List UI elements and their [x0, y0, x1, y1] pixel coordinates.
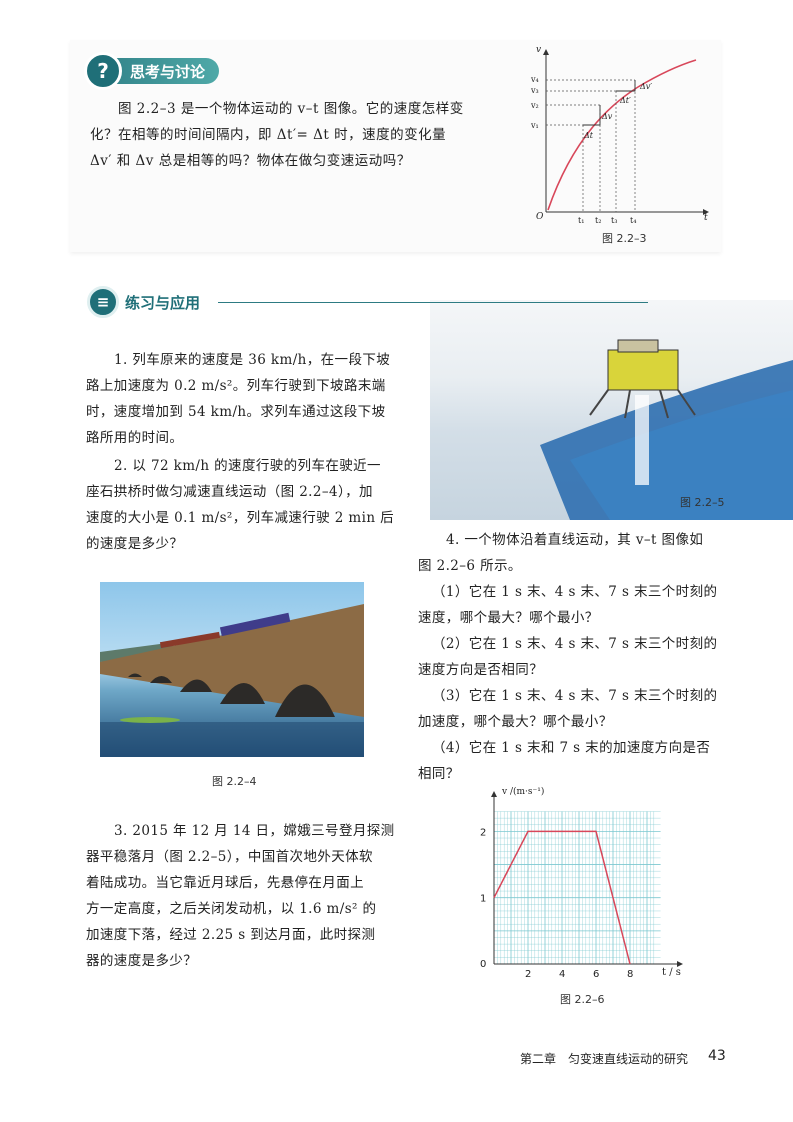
question-line: （2）它在 1 s 末、4 s 末、7 s 末三个时刻的 [432, 636, 718, 652]
chart-series-line [493, 830, 631, 965]
discussion-text: 图 2.2–3 是一个物体运动的 v–t 图像。它的速度怎样变 化？在相等的时间… [90, 96, 535, 174]
y-tick-label: 1 [480, 894, 486, 905]
question-4: 4. 一个物体沿着直线运动，其 v–t 图像如 图 2.2–6 所示。 （1）它… [418, 527, 728, 787]
figure-2-2-6-chart: 0 2 4 6 8 1 2 v /(m·s⁻¹) t / s [480, 786, 683, 980]
figure-2-2-5-photo [430, 300, 793, 520]
delta-t-label: Δt [583, 131, 594, 140]
v-axis-label: v [536, 45, 541, 55]
question-line: 的速度是多少？ [86, 536, 184, 552]
question-3: 3. 2015 年 12 月 14 日，嫦娥三号登月探测 器平稳落月（图 2.2… [86, 818, 396, 974]
question-line: （1）它在 1 s 末、4 s 末、7 s 末三个时刻的 [432, 584, 718, 600]
discussion-line: Δv′ 和 Δv 总是相等的吗？物体在做匀变速运动吗？ [90, 153, 411, 169]
question-line: 器的速度是多少？ [86, 953, 198, 969]
practice-icon: ≡ [87, 286, 119, 318]
question-2: 2. 以 72 km/h 的速度行驶的列车在驶近一 座石拱桥时做匀减速直线运动（… [86, 453, 396, 557]
discussion-line: 化？在相等的时间间隔内，即 Δt′= Δt 时，速度的变化量 [90, 127, 447, 143]
delta-v-label: Δv [601, 112, 613, 121]
bridge-illustration [100, 604, 364, 757]
page-number: 43 [708, 1048, 726, 1064]
x-tick-label: 2 [525, 969, 531, 980]
discussion-badge: ? 思考与讨论 [84, 52, 220, 90]
question-line: 2. 以 72 km/h 的速度行驶的列车在驶近一 [114, 458, 381, 474]
v4-label: v₄ [530, 75, 539, 84]
question-line: 速度的大小是 0.1 m/s²，列车减速行驶 2 min 后 [86, 510, 395, 526]
question-line: 速度，哪个最大？哪个最小？ [418, 610, 599, 626]
x-tick-label: 4 [559, 969, 565, 980]
figure-2-2-4-photo [100, 582, 364, 757]
y-tick-label: 2 [480, 827, 486, 838]
chart-x-label: t / s [662, 967, 681, 978]
question-line: 相同？ [418, 766, 460, 782]
lunar-lander-illustration [540, 339, 793, 520]
delta-triangle-1 [583, 105, 601, 126]
x-tick-label: 6 [593, 969, 599, 980]
practice-title: 练习与应用 [125, 294, 201, 312]
question-line: 器平稳落月（图 2.2–5），中国首次地外天体软 [86, 849, 373, 865]
v3-label: v₃ [530, 86, 539, 95]
question-line: 图 2.2–6 所示。 [418, 558, 522, 574]
question-1: 1. 列车原来的速度是 36 km/h，在一段下坡 路上加速度为 0.2 m/s… [86, 347, 396, 451]
question-line: （4）它在 1 s 末和 7 s 末的加速度方向是否 [432, 740, 711, 756]
question-line: 路上加速度为 0.2 m/s²。列车行驶到下坡路末端 [86, 378, 386, 394]
question-line: 路所用的时间。 [86, 430, 184, 446]
footer-chapter: 第二章 匀变速直线运动的研究 [520, 1052, 689, 1066]
chart-grid [494, 811, 661, 964]
x-tick-label: 0 [480, 959, 486, 970]
figure-2-2-3: v t O v₄ v₃ v₂ v₁ t₁ t₂ t₃ t₄ Δv′ Δt′ Δv… [530, 45, 709, 225]
origin-label: O [536, 212, 544, 222]
discussion-icon: ? [84, 52, 122, 90]
delta-v-prime-label: Δv′ [639, 82, 652, 91]
figure-2-2-3-caption: 图 2.2–3 [602, 232, 647, 245]
discussion-line: 图 2.2–3 是一个物体运动的 v–t 图像。它的速度怎样变 [118, 101, 464, 117]
v1-label: v₁ [530, 121, 539, 130]
delta-triangle-2 [616, 80, 636, 92]
question-line: 4. 一个物体沿着直线运动，其 v–t 图像如 [446, 532, 704, 548]
discussion-title: 思考与讨论 [130, 62, 206, 81]
t1-label: t₁ [578, 216, 584, 225]
question-line: 1. 列车原来的速度是 36 km/h，在一段下坡 [114, 352, 391, 368]
vt-curve [547, 59, 697, 211]
question-line: 加速度，哪个最大？哪个最小？ [418, 714, 613, 730]
question-line: 3. 2015 年 12 月 14 日，嫦娥三号登月探测 [114, 823, 395, 839]
x-tick-label: 8 [627, 969, 633, 980]
question-line: 加速度下落，经过 2.25 s 到达月面，此时探测 [86, 927, 376, 943]
t2-label: t₂ [595, 216, 601, 225]
t4-label: t₄ [630, 216, 636, 225]
figure-2-2-5-caption: 图 2.2–5 [680, 496, 725, 509]
question-line: 时，速度增加到 54 km/h。求列车通过这段下坡 [86, 404, 386, 420]
question-line: 方一定高度，之后关闭发动机，以 1.6 m/s² 的 [86, 901, 377, 917]
t-axis-label: t [704, 213, 708, 223]
chart-y-label: v /(m·s⁻¹) [501, 786, 544, 797]
v2-label: v₂ [530, 101, 539, 110]
section-divider [218, 302, 648, 303]
chart-grid-major [493, 811, 661, 965]
question-line: 着陆成功。当它靠近月球后，先悬停在月面上 [86, 875, 364, 891]
t3-label: t₃ [611, 216, 617, 225]
question-line: 座石拱桥时做匀减速直线运动（图 2.2–4），加 [86, 484, 373, 500]
question-line: 速度方向是否相同？ [418, 662, 544, 678]
figure-2-2-4-caption: 图 2.2–4 [212, 775, 257, 788]
delta-t-prime-label: Δt′ [619, 96, 631, 105]
figure-2-2-6-caption: 图 2.2–6 [560, 993, 605, 1006]
question-line: （3）它在 1 s 末、4 s 末、7 s 末三个时刻的 [432, 688, 718, 704]
